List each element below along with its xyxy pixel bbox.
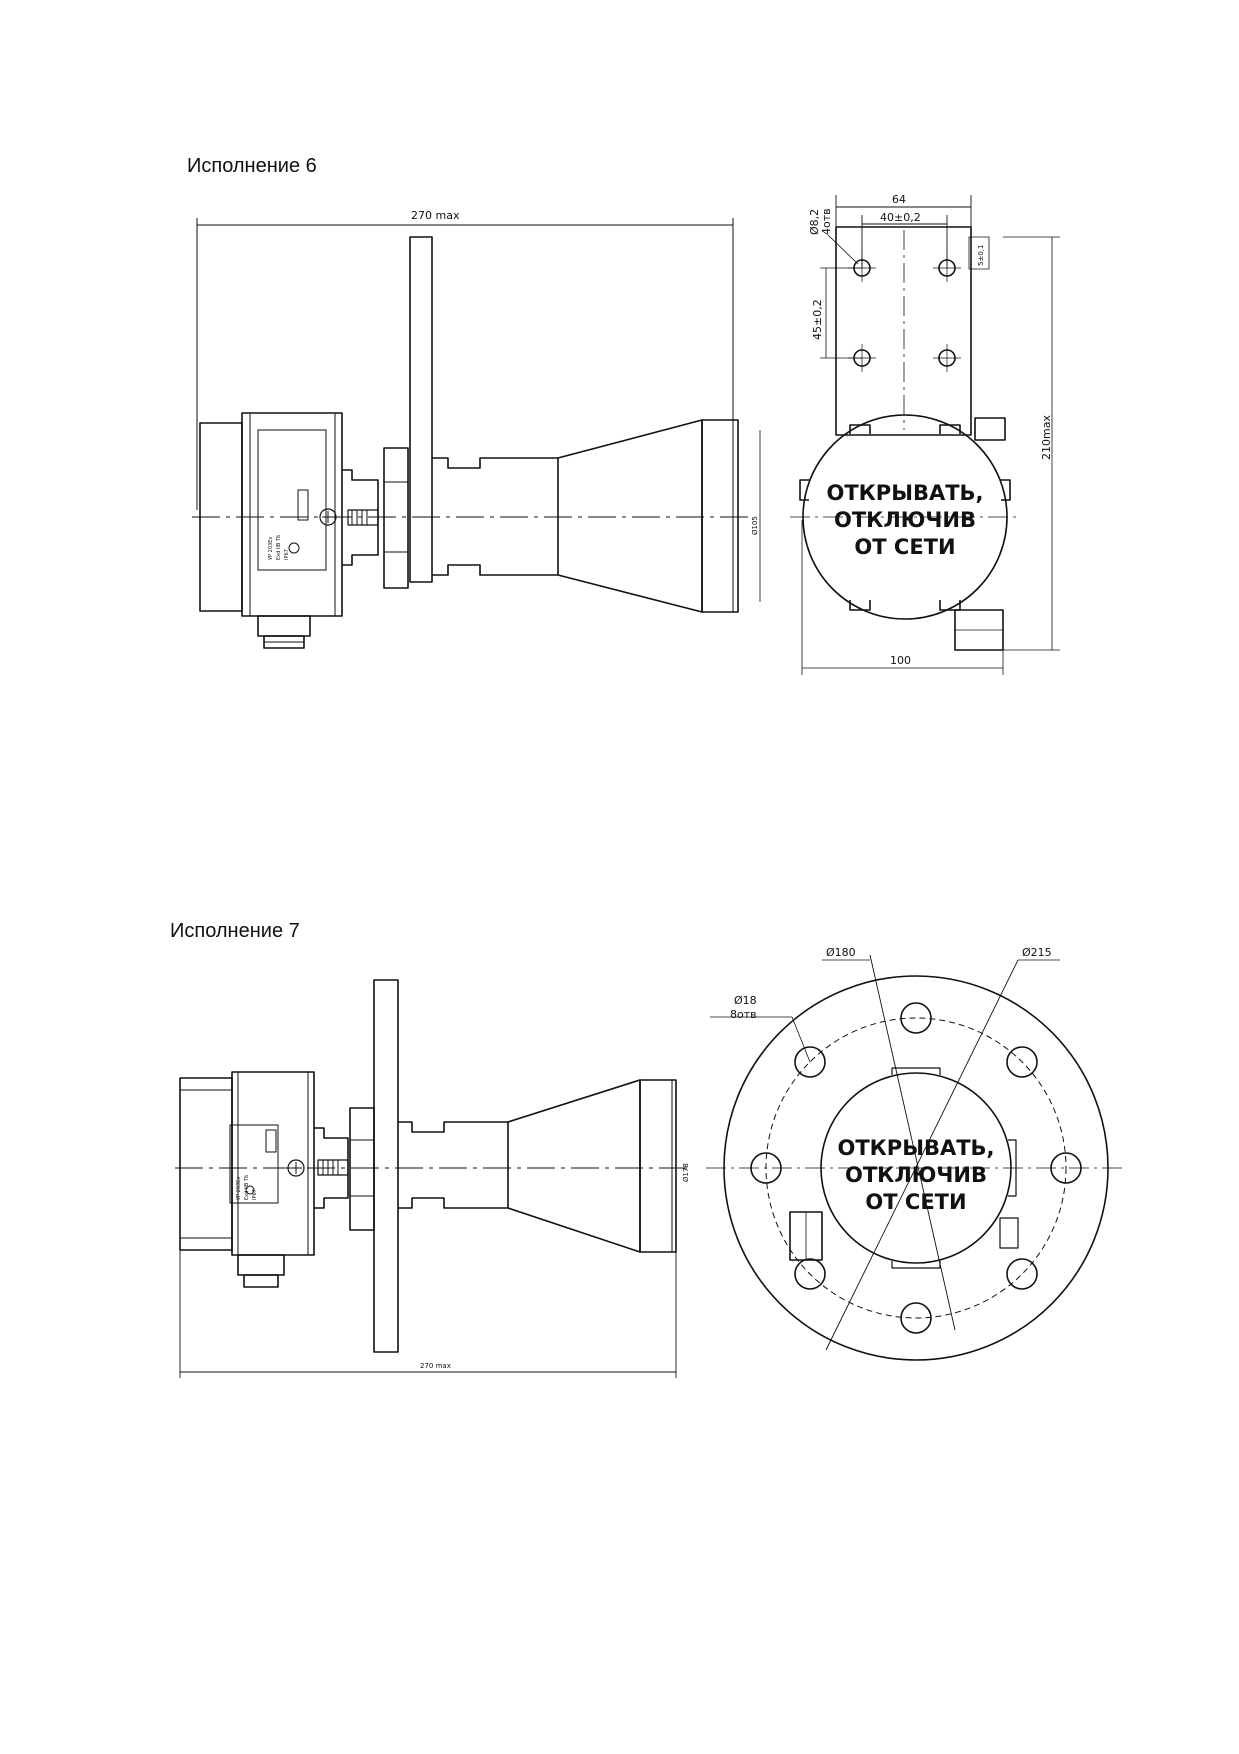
section-6-heading: Исполнение 6 <box>187 155 317 177</box>
s6-offset: 5±0,1 <box>977 245 985 266</box>
s7-overall-length: 270 max <box>420 1362 451 1370</box>
section-7-side-view <box>175 979 690 1378</box>
s6-plate-line-2: Exd IIB T6 <box>276 535 282 560</box>
s6-width-inner: 40±0,2 <box>880 211 921 224</box>
section-6-side-view <box>192 218 761 649</box>
s6-width: 100 <box>890 654 911 667</box>
s7-warning-line-1: ОТКРЫВАТЬ, <box>837 1136 994 1160</box>
s7-warning-line-3: ОТ СЕТИ <box>865 1190 966 1214</box>
s7-plate-line-1: УР 203Ех <box>236 1177 242 1200</box>
s6-height: 210max <box>1040 415 1053 460</box>
s6-hole-spacing: 45±0,2 <box>811 299 824 340</box>
s6-hole-diameter: Ø8,2 <box>808 209 821 235</box>
section-7-heading: Исполнение 7 <box>170 920 300 942</box>
s7-outer-diameter: Ø215 <box>1022 946 1052 959</box>
s7-warning-line-2: ОТКЛЮЧИВ <box>845 1163 987 1187</box>
s6-width-outer: 64 <box>892 193 906 206</box>
s6-warning-line-1: ОТКРЫВАТЬ, <box>826 481 983 505</box>
section-7-front-view <box>706 954 1126 1361</box>
s7-plate-line-3: IP67 <box>252 1189 258 1200</box>
s7-hole-count: 8отв <box>730 1008 757 1021</box>
s6-warning-line-3: ОТ СЕТИ <box>854 535 955 559</box>
s6-horn-diameter: Ø105 <box>751 516 759 535</box>
s7-hole-diameter: Ø18 <box>734 994 757 1007</box>
s6-warning-line-2: ОТКЛЮЧИВ <box>834 508 976 532</box>
s6-plate-line-3: IP67 <box>284 549 290 560</box>
s7-bolt-circle: Ø180 <box>826 946 856 959</box>
s7-plate-line-2: Exd IIB T6 <box>244 1175 250 1200</box>
s6-hole-count: 4отв <box>820 208 833 235</box>
s6-overall-length: 270 max <box>411 209 460 222</box>
section-6-front-view <box>790 195 1060 675</box>
s7-horn-diameter: Ø178 <box>682 1163 690 1182</box>
s6-plate-line-1: УР 203Ех <box>268 537 274 560</box>
